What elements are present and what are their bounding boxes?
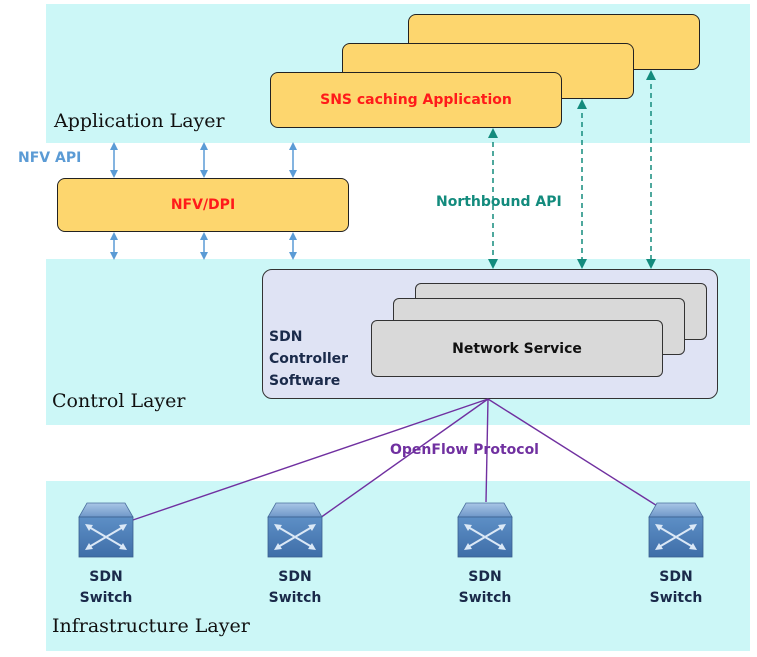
switch-label-line-2: Switch [649, 590, 703, 606]
application-layer-title: Application Layer [54, 110, 225, 132]
network-service-box[interactable]: Network Service [371, 320, 663, 377]
nfv-dpi-label: NFV/DPI [170, 197, 236, 213]
sdn-controller-line-2: Controller [269, 351, 349, 367]
sdn-controller-label: SDN Controller Software [269, 326, 348, 392]
northbound-api-label: Northbound API [436, 194, 562, 210]
switch-label-line-2: Switch [79, 590, 133, 606]
switch-label-line-2: Switch [268, 590, 322, 606]
switch-label-line-1: SDN [659, 569, 693, 585]
switch-icon[interactable] [457, 502, 513, 558]
switch-label: SDN Switch [76, 567, 136, 609]
openflow-link-1 [129, 398, 489, 522]
sns-caching-application-label: SNS caching Application [320, 92, 512, 108]
sdn-controller-line-1: SDN [269, 329, 303, 345]
switch-label-line-1: SDN [278, 569, 312, 585]
switch-label-line-1: SDN [89, 569, 123, 585]
switch-icon[interactable] [267, 502, 323, 558]
sdn-controller-line-3: Software [269, 373, 341, 389]
openflow-protocol-label: OpenFlow Protocol [390, 442, 539, 458]
switch-label: SDN Switch [455, 567, 515, 609]
nfv-dpi-box[interactable]: NFV/DPI [57, 178, 349, 232]
switch-label: SDN Switch [265, 567, 325, 609]
switch-icon[interactable] [648, 502, 704, 558]
switch-label-line-1: SDN [468, 569, 502, 585]
network-service-label: Network Service [452, 340, 582, 357]
switch-icon[interactable] [78, 502, 134, 558]
openflow-link-2 [319, 398, 489, 519]
control-layer-title: Control Layer [52, 390, 186, 412]
openflow-link-4 [487, 398, 671, 515]
nfv-api-label: NFV API [18, 150, 82, 166]
sns-caching-application-box[interactable]: SNS caching Application [270, 72, 562, 128]
infrastructure-layer-title: Infrastructure Layer [52, 615, 250, 637]
openflow-link-3 [485, 398, 489, 503]
switch-label-line-2: Switch [458, 590, 512, 606]
switch-label: SDN Switch [646, 567, 706, 609]
